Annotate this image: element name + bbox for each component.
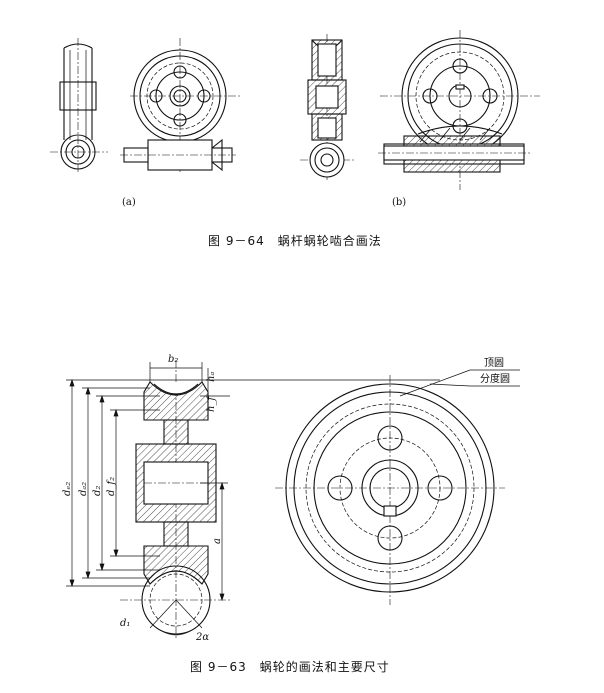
label-2alpha: 2α — [195, 632, 209, 643]
fig64-caption: 图 9－64 蜗杆蜗轮啮合画法 — [208, 234, 382, 248]
fig64b-side-section — [300, 34, 354, 180]
fig64b-front-view — [378, 30, 540, 190]
fig63-caption: 图 9－63 蜗轮的画法和主要尺寸 — [190, 660, 390, 674]
label-ha: hₐ — [206, 372, 217, 382]
fig64a-side-view — [50, 38, 108, 172]
fig64a-front-view — [120, 38, 240, 172]
label-de2: dₑ₂ — [62, 482, 73, 496]
label-da2: dₐ₂ — [78, 482, 89, 496]
label-hf: h_f — [206, 395, 217, 412]
fig63-front-view — [275, 375, 505, 605]
label-d1: d₁ — [120, 618, 130, 629]
label-tip-circle: 顶圆 — [484, 357, 504, 369]
label-df2: d_f₂ — [106, 477, 117, 496]
label-a: a — [212, 538, 223, 544]
fig64-sublabel-a: (a) — [122, 197, 136, 208]
fig63-dimension-lines — [66, 362, 520, 602]
label-b2: b₂ — [168, 354, 178, 365]
label-d2: d₂ — [92, 486, 103, 496]
fig64-sublabel-b: (b) — [392, 197, 407, 208]
label-pitch-circle: 分度圆 — [480, 372, 510, 385]
